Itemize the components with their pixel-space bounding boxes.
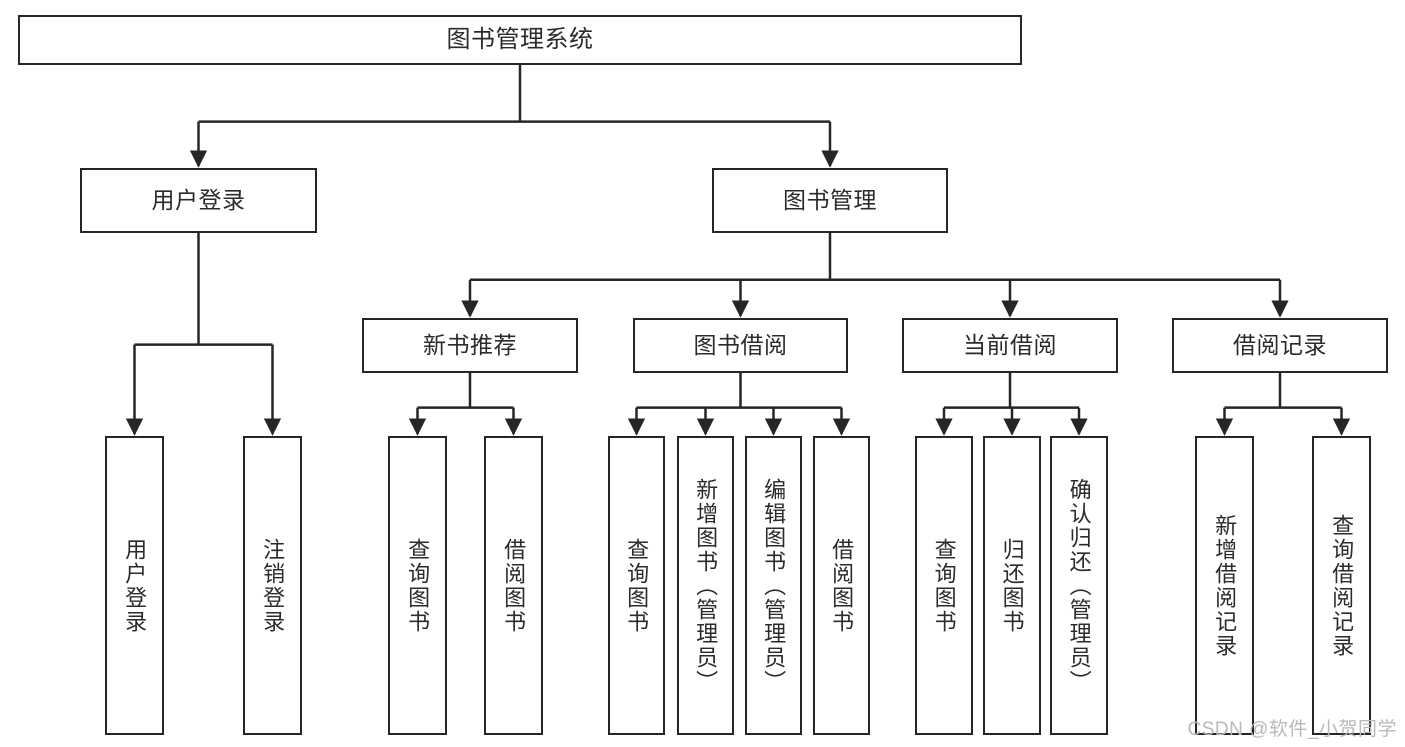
node-label: 新增借阅记录 [1212,513,1238,658]
node-label: 新书推荐 [423,331,517,358]
node-leaf_user_login[interactable]: 用户登录 [105,436,164,735]
node-leaf_borrow_book_1[interactable]: 借阅图书 [484,436,543,735]
node-label: 编辑图书（管理员） [761,477,787,694]
node-label: 当前借阅 [963,331,1057,358]
node-book_borrow[interactable]: 图书借阅 [633,318,848,373]
node-label: 用户登录 [122,537,148,634]
node-borrow_record[interactable]: 借阅记录 [1172,318,1388,373]
node-leaf_return_book[interactable]: 归还图书 [983,436,1041,735]
csdn-watermark: CSDN @软件_小贺同学 [1187,719,1397,740]
node-label: 注销登录 [260,537,286,634]
node-label: 借阅记录 [1233,331,1327,358]
node-leaf_query_book_1[interactable]: 查询图书 [388,436,447,735]
node-label: 归还图书 [999,537,1025,634]
node-label: 查询图书 [931,537,957,634]
node-label: 查询图书 [624,537,650,634]
node-root[interactable]: 图书管理系统 [18,15,1022,65]
node-label: 查询图书 [405,537,431,634]
node-label: 新增图书（管理员） [693,477,719,694]
node-label: 用户登录 [151,186,246,213]
node-book_manage[interactable]: 图书管理 [712,168,948,233]
node-current_borrow[interactable]: 当前借阅 [902,318,1118,373]
node-label: 确认归还（管理员） [1066,477,1092,694]
node-leaf_borrow_book_2[interactable]: 借阅图书 [813,436,870,735]
node-new_book_rec[interactable]: 新书推荐 [362,318,578,373]
node-leaf_edit_book[interactable]: 编辑图书（管理员） [745,436,802,735]
node-leaf_add_record[interactable]: 新增借阅记录 [1195,436,1254,735]
node-user_login[interactable]: 用户登录 [80,168,317,233]
node-label: 借阅图书 [501,537,527,634]
node-leaf_add_book[interactable]: 新增图书（管理员） [677,436,734,735]
node-leaf_logout[interactable]: 注销登录 [243,436,302,735]
node-leaf_query_record[interactable]: 查询借阅记录 [1312,436,1371,735]
node-label: 图书管理 [783,186,877,213]
node-leaf_query_book_2[interactable]: 查询图书 [608,436,665,735]
node-leaf_confirm_return[interactable]: 确认归还（管理员） [1050,436,1108,735]
node-label: 借阅图书 [829,537,855,634]
node-label: 查询借阅记录 [1329,513,1355,658]
node-label: 图书管理系统 [446,25,594,53]
node-leaf_query_book_3[interactable]: 查询图书 [915,436,973,735]
node-label: 图书借阅 [693,331,788,358]
